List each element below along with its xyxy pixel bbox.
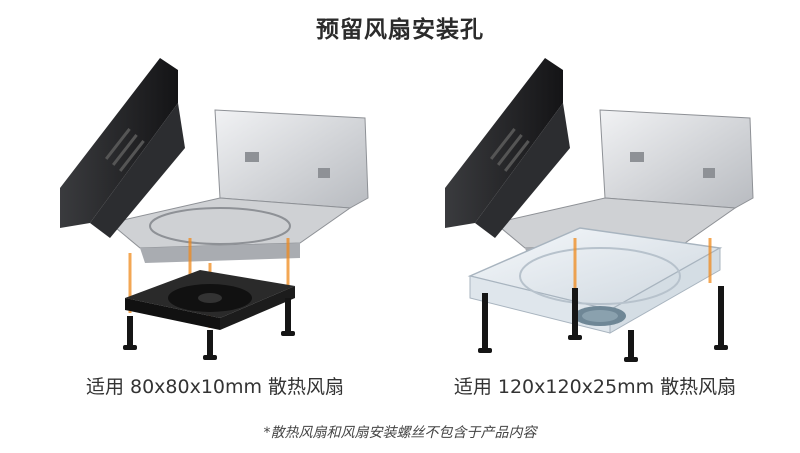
fan-opening (149, 207, 291, 245)
bracket-tray (493, 197, 737, 249)
bracket-back-plate (599, 109, 754, 209)
fan-80mm (125, 270, 295, 330)
bracket-slot (318, 168, 330, 178)
bracket-with-80mm-fan-illustration (60, 58, 369, 360)
bracket-front-lip (140, 243, 300, 263)
bracket-with-120mm-fan-illustration (445, 58, 754, 362)
bracket-slot (630, 152, 644, 162)
bracket-tray (108, 197, 352, 249)
drive-side-panel (90, 103, 185, 238)
caption-120mm-fan: 适用 120x120x25mm 散热风扇 (453, 376, 737, 398)
mounting-guide-lines (573, 238, 712, 288)
bracket-back-plate (214, 109, 369, 209)
page-title: 预留风扇安装孔 (316, 17, 484, 43)
caption-80mm-fan: 适用 80x80x10mm 散热风扇 (85, 376, 345, 398)
mounting-screws (123, 298, 295, 360)
drive-side-panel (475, 103, 570, 238)
drive-vent-holes (105, 128, 145, 172)
bracket-slot (245, 152, 259, 162)
footnote: *散热风扇和风扇安装螺丝不包含于产品内容 (263, 425, 537, 441)
drive-vent-holes (490, 128, 530, 172)
bracket-slot (703, 168, 715, 178)
fan-120mm-clear (467, 227, 723, 334)
mounting-screws (478, 286, 728, 362)
